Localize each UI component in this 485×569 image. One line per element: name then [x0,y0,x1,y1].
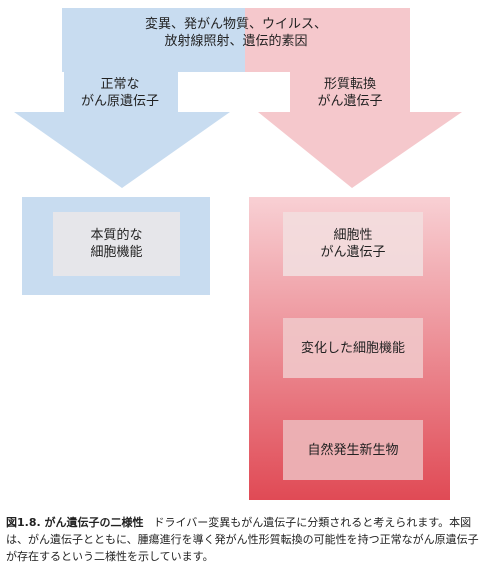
causes-label: 変異、発がん物質、ウイルス、 放射線照射、遺伝的素因 [62,16,410,50]
altered-function-box [283,318,423,378]
essential-functions-line-2: 細胞機能 [90,245,143,260]
caption-title: 図1.8. がん遺伝子の二様性 [6,516,144,529]
causes-line-1: 変異、発がん物質、ウイルス、 [144,17,327,32]
proto-oncogene-line-1: 正常な [100,77,140,92]
spontaneous-neoplasm-text: 自然発生新生物 [307,442,399,458]
transforming-oncogene-line-1: 形質転換 [323,77,376,92]
cellular-oncogene-box [283,212,423,276]
proto-oncogene-line-2: がん原遺伝子 [80,94,159,109]
transforming-oncogene-line-2: がん遺伝子 [317,94,383,109]
left-arrow-shape [14,8,245,188]
oncogene-duality-diagram [14,8,462,500]
caption-text: ドライバー変異もがん遺伝子に分類されると考えられます。本図は、がん遺伝子とともに… [6,516,479,563]
essential-functions-line-1: 本質的な [90,228,143,243]
essential-functions-text: 本質的な 細胞機能 [53,212,180,276]
figure-caption: 図1.8. がん遺伝子の二様性ドライバー変異もがん遺伝子に分類されると考えられま… [6,514,480,565]
cellular-oncogene-text: 細胞性 がん遺伝子 [283,212,423,276]
cellular-oncogene-line-1: 細胞性 [333,228,373,243]
essential-functions-box [53,212,180,276]
right-arrow-shape [245,8,462,188]
cellular-oncogene-line-2: がん遺伝子 [320,245,386,260]
causes-line-2: 放射線照射、遺伝的素因 [164,34,308,49]
altered-function-text: 変化した細胞機能 [300,340,405,356]
spontaneous-neoplasm-box [283,420,423,480]
transforming-oncogene-label: 形質転換 がん遺伝子 [290,76,410,110]
proto-oncogene-label: 正常な がん原遺伝子 [62,76,178,110]
